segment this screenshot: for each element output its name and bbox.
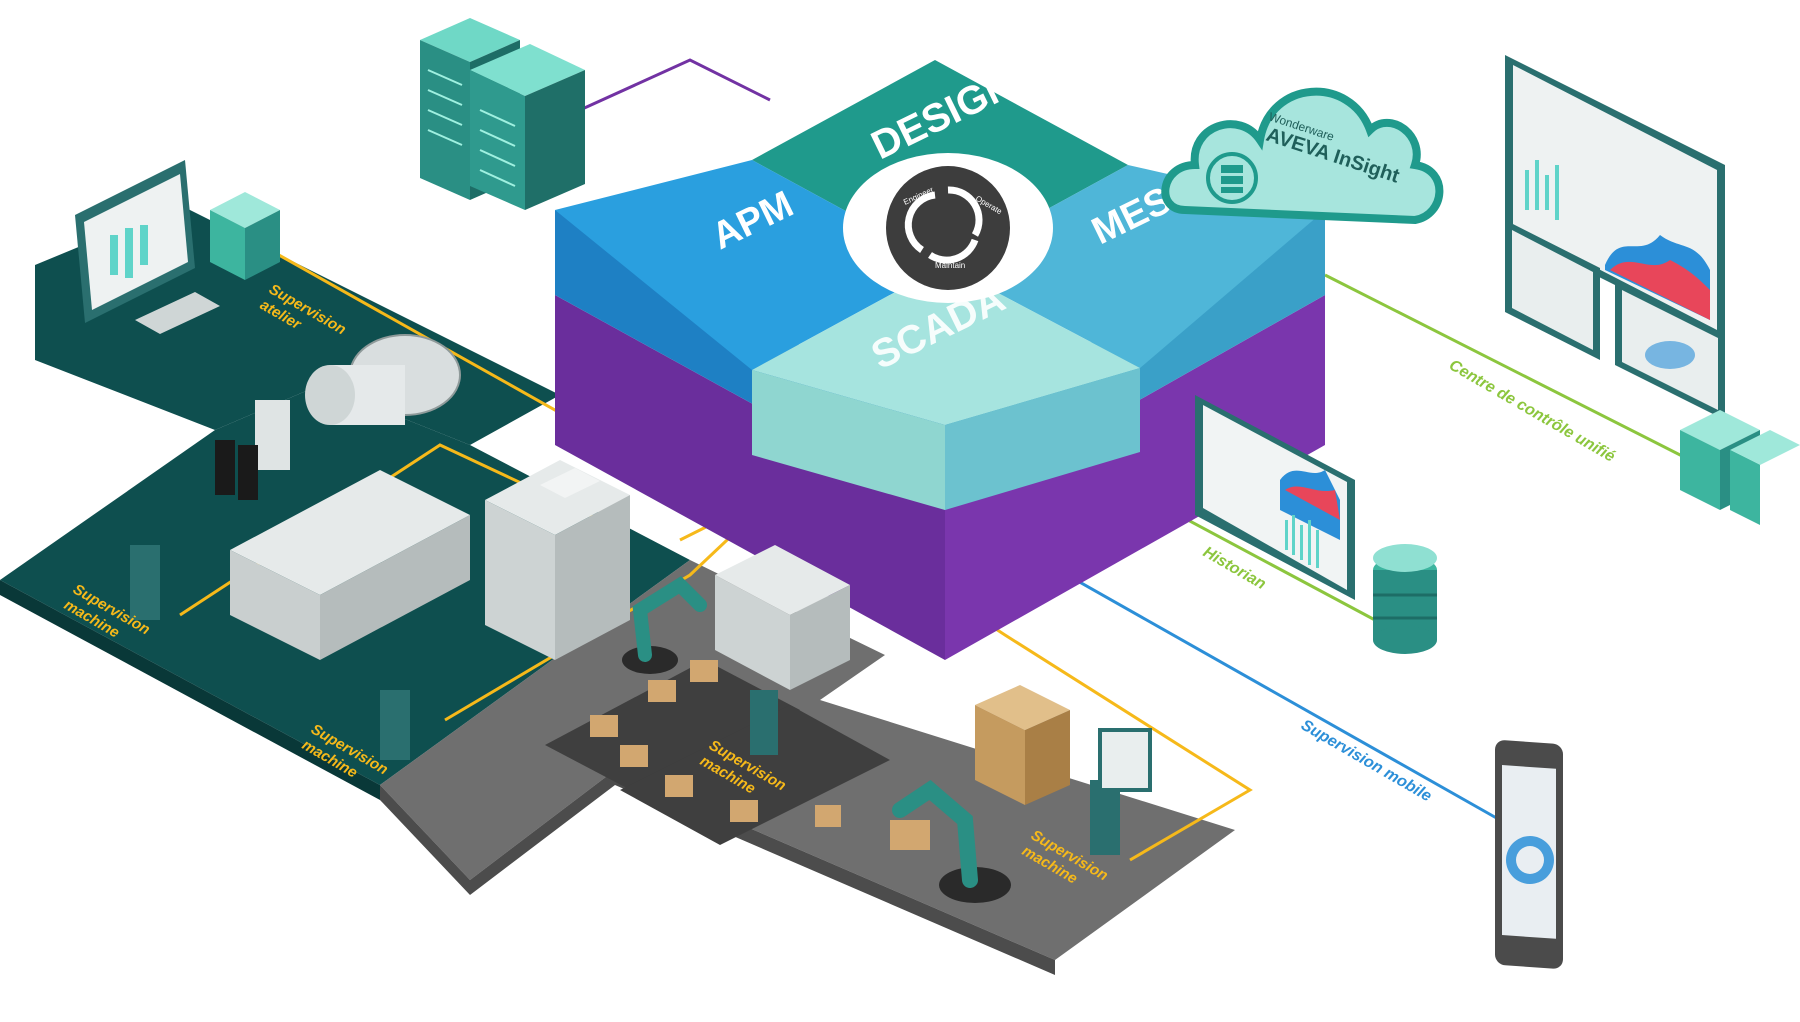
workshop-supervision-station (75, 160, 280, 334)
wheel-label-maintain: Maintain (935, 261, 965, 270)
packaging-line (130, 545, 1152, 903)
control-centre-monitors (1505, 55, 1800, 525)
pallet-stack-icon (975, 685, 1070, 805)
control-kiosk-icons (130, 545, 1152, 855)
cloud-icon: Wonderware AVEVA InSight (1161, 87, 1444, 225)
robot-arm-icon (622, 576, 1011, 903)
line-control-centre (1324, 273, 1691, 462)
scada-quadrant (752, 265, 1140, 425)
process-tanks (215, 334, 461, 500)
filling-line (230, 460, 630, 660)
cube-base-right (945, 295, 1325, 660)
historian-dashboard (1195, 395, 1437, 654)
server-rack-icon (420, 18, 585, 210)
database-icon (1373, 544, 1437, 654)
line-server (579, 58, 771, 112)
lifecycle-wheel-icon: Engineer Operate Maintain (843, 153, 1053, 303)
box-icons (590, 660, 930, 850)
conveyor-icon (545, 660, 800, 795)
platform-cube: Engineer Operate Maintain DESIGN APM MES… (555, 60, 1325, 660)
cube-base-left (555, 295, 945, 660)
label-supervision-mobile: Supervision mobile (1298, 717, 1434, 806)
mobile-phone-icon (1495, 740, 1563, 969)
keyboard-icon (135, 292, 220, 334)
label-historian: Historian (1200, 544, 1269, 594)
